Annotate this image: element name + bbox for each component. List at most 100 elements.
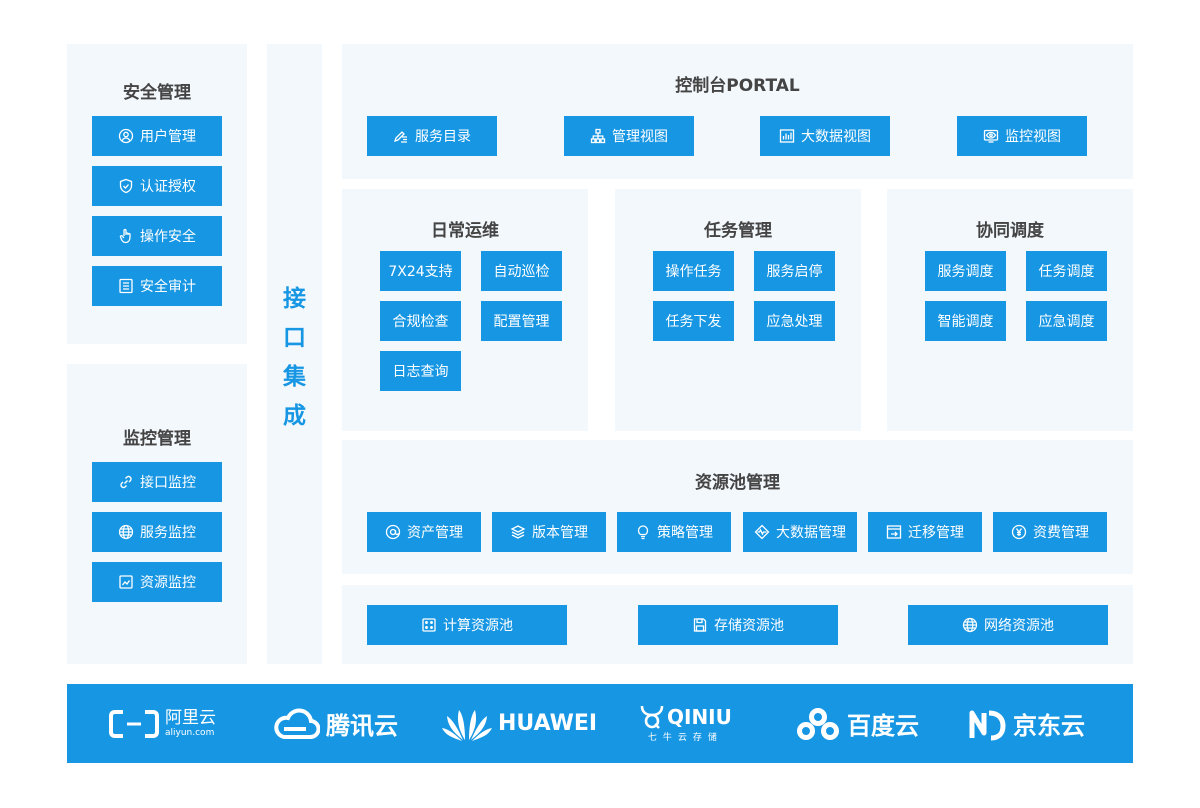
migration-management-button[interactable]: 迁移管理: [868, 512, 982, 552]
network-pool-label: 网络资源池: [984, 618, 1054, 634]
service-catalog-button[interactable]: 服务目录: [367, 116, 497, 156]
task-title: 任务管理: [704, 221, 772, 241]
eye-monitor-icon: [983, 129, 999, 143]
bigdata-view-label: 大数据视图: [801, 129, 871, 145]
operation-task-button[interactable]: 操作任务: [653, 251, 734, 291]
link-icon: [120, 475, 132, 489]
chart-window-icon: [119, 575, 133, 589]
operation-security-label: 操作安全: [140, 229, 196, 245]
bar-chart-icon: [779, 129, 795, 143]
management-view-button[interactable]: 管理视图: [564, 116, 694, 156]
monitor-view-button[interactable]: 监控视图: [957, 116, 1087, 156]
monitor-panel: 监控管理 接口监控 服务监控 资源监控: [67, 364, 247, 664]
operation-security-button[interactable]: 操作安全: [92, 216, 222, 256]
portal-title: 控制台PORTAL: [675, 76, 800, 96]
pulse-diamond-icon: [754, 524, 770, 540]
tencent-name: 腾讯云: [326, 712, 398, 740]
task-scheduling-button[interactable]: 任务调度: [1026, 251, 1107, 291]
jd-name: 京东云: [1013, 712, 1085, 740]
service-scheduling-button[interactable]: 服务调度: [925, 251, 1006, 291]
window-arrow-icon: [886, 525, 902, 539]
list-icon: [119, 278, 133, 294]
policy-management-button[interactable]: 策略管理: [617, 512, 731, 552]
pool-mgmt-title: 资源池管理: [695, 473, 780, 493]
compliance-check-button[interactable]: 合规检查: [380, 301, 461, 341]
baidu-name: 百度云: [847, 712, 919, 740]
globe-icon: [962, 617, 978, 633]
ops-panel: 日常运维 7X24支持 自动巡检 合规检查 配置管理 日志查询: [342, 189, 588, 431]
security-title: 安全管理: [123, 83, 191, 103]
tencent-logo: 腾讯云: [272, 684, 398, 763]
ops-title: 日常运维: [431, 221, 499, 241]
service-monitor-button[interactable]: 服务监控: [92, 512, 222, 552]
globe-icon: [118, 524, 134, 540]
service-catalog-label: 服务目录: [415, 129, 471, 145]
qiniu-subtitle: 七牛云存储: [647, 733, 723, 743]
compute-pool-button[interactable]: 计算资源池: [367, 605, 567, 645]
version-management-button[interactable]: 版本管理: [492, 512, 606, 552]
smart-scheduling-button[interactable]: 智能调度: [925, 301, 1006, 341]
security-audit-button[interactable]: 安全审计: [92, 266, 222, 306]
service-monitor-label: 服务监控: [140, 525, 196, 541]
resource-monitor-button[interactable]: 资源监控: [92, 562, 222, 602]
billing-management-label: 资费管理: [1033, 525, 1089, 541]
floppy-disk-icon: [693, 618, 707, 632]
network-pool-button[interactable]: 网络资源池: [908, 605, 1108, 645]
aliyun-bracket-icon: [109, 709, 159, 738]
jd-logo: 京东云: [967, 684, 1085, 763]
jd-cloud-icon: [969, 710, 1006, 740]
management-view-label: 管理视图: [612, 129, 668, 145]
service-startstop-button[interactable]: 服务启停: [754, 251, 835, 291]
asset-management-button[interactable]: 资产管理: [367, 512, 481, 552]
lightbulb-icon: [637, 525, 649, 540]
bigdata-management-label: 大数据管理: [776, 525, 846, 541]
huawei-petal-icon: [442, 709, 492, 741]
aliyun-logo: 阿里云 aliyun.com: [109, 684, 216, 763]
integration-panel: 接 口 集 成: [267, 44, 322, 664]
qiniu-logo: QINIU 七牛云存储: [639, 684, 732, 763]
auth-label: 认证授权: [140, 179, 196, 195]
huawei-name: HUAWEI: [498, 711, 598, 736]
task-dispatch-button[interactable]: 任务下发: [653, 301, 734, 341]
user-icon: [118, 128, 134, 144]
coord-title: 协同调度: [976, 221, 1044, 241]
integration-char: 成: [283, 403, 306, 429]
monitor-view-label: 监控视图: [1005, 129, 1061, 145]
storage-pool-label: 存储资源池: [714, 618, 784, 634]
user-management-button[interactable]: 用户管理: [92, 116, 222, 156]
yen-circle-icon: [1011, 524, 1027, 540]
security-panel: 安全管理 用户管理 认证授权 操作安全 安全审计: [67, 44, 247, 344]
support-7x24-button[interactable]: 7X24支持: [380, 251, 461, 291]
interface-monitor-label: 接口监控: [140, 475, 196, 491]
resource-monitor-label: 资源监控: [140, 575, 196, 591]
baidu-logo: 百度云: [795, 684, 919, 763]
qiniu-ox-icon: [640, 705, 664, 729]
coord-panel: 协同调度 服务调度 任务调度 智能调度 应急调度: [887, 189, 1133, 431]
pool-mgmt-panel: 资源池管理 资产管理 版本管理 策略管理 大数据管理 迁移管理 资费管理: [342, 440, 1133, 574]
emergency-handling-button[interactable]: 应急处理: [754, 301, 835, 341]
bigdata-management-button[interactable]: 大数据管理: [743, 512, 857, 552]
billing-management-button[interactable]: 资费管理: [993, 512, 1107, 552]
log-query-button[interactable]: 日志查询: [380, 351, 461, 391]
config-management-button[interactable]: 配置管理: [481, 301, 562, 341]
aliyun-name: 阿里云: [165, 707, 216, 728]
monitor-title: 监控管理: [123, 429, 191, 449]
policy-management-label: 策略管理: [657, 525, 713, 541]
baidu-cloud-icon: [797, 707, 839, 740]
storage-pool-button[interactable]: 存储资源池: [638, 605, 838, 645]
auto-inspection-button[interactable]: 自动巡检: [481, 251, 562, 291]
aliyun-domain: aliyun.com: [165, 727, 215, 738]
emergency-scheduling-button[interactable]: 应急调度: [1026, 301, 1107, 341]
interface-monitor-button[interactable]: 接口监控: [92, 462, 222, 502]
version-management-label: 版本管理: [532, 525, 588, 541]
org-chart-icon: [590, 128, 606, 144]
integration-char: 口: [283, 325, 306, 351]
pools-panel: 计算资源池 存储资源池 网络资源池: [342, 585, 1133, 664]
cloud-provider-bar: 阿里云 aliyun.com 腾讯云 HUAWEI QINIU 七牛云存储 百度…: [67, 684, 1133, 763]
auth-button[interactable]: 认证授权: [92, 166, 222, 206]
bigdata-view-button[interactable]: 大数据视图: [760, 116, 890, 156]
cpu-icon: [422, 618, 436, 632]
user-management-label: 用户管理: [140, 129, 196, 145]
portal-panel: 控制台PORTAL 服务目录 管理视图 大数据视图 监控视图: [342, 44, 1133, 179]
huawei-logo: HUAWEI: [442, 684, 597, 763]
